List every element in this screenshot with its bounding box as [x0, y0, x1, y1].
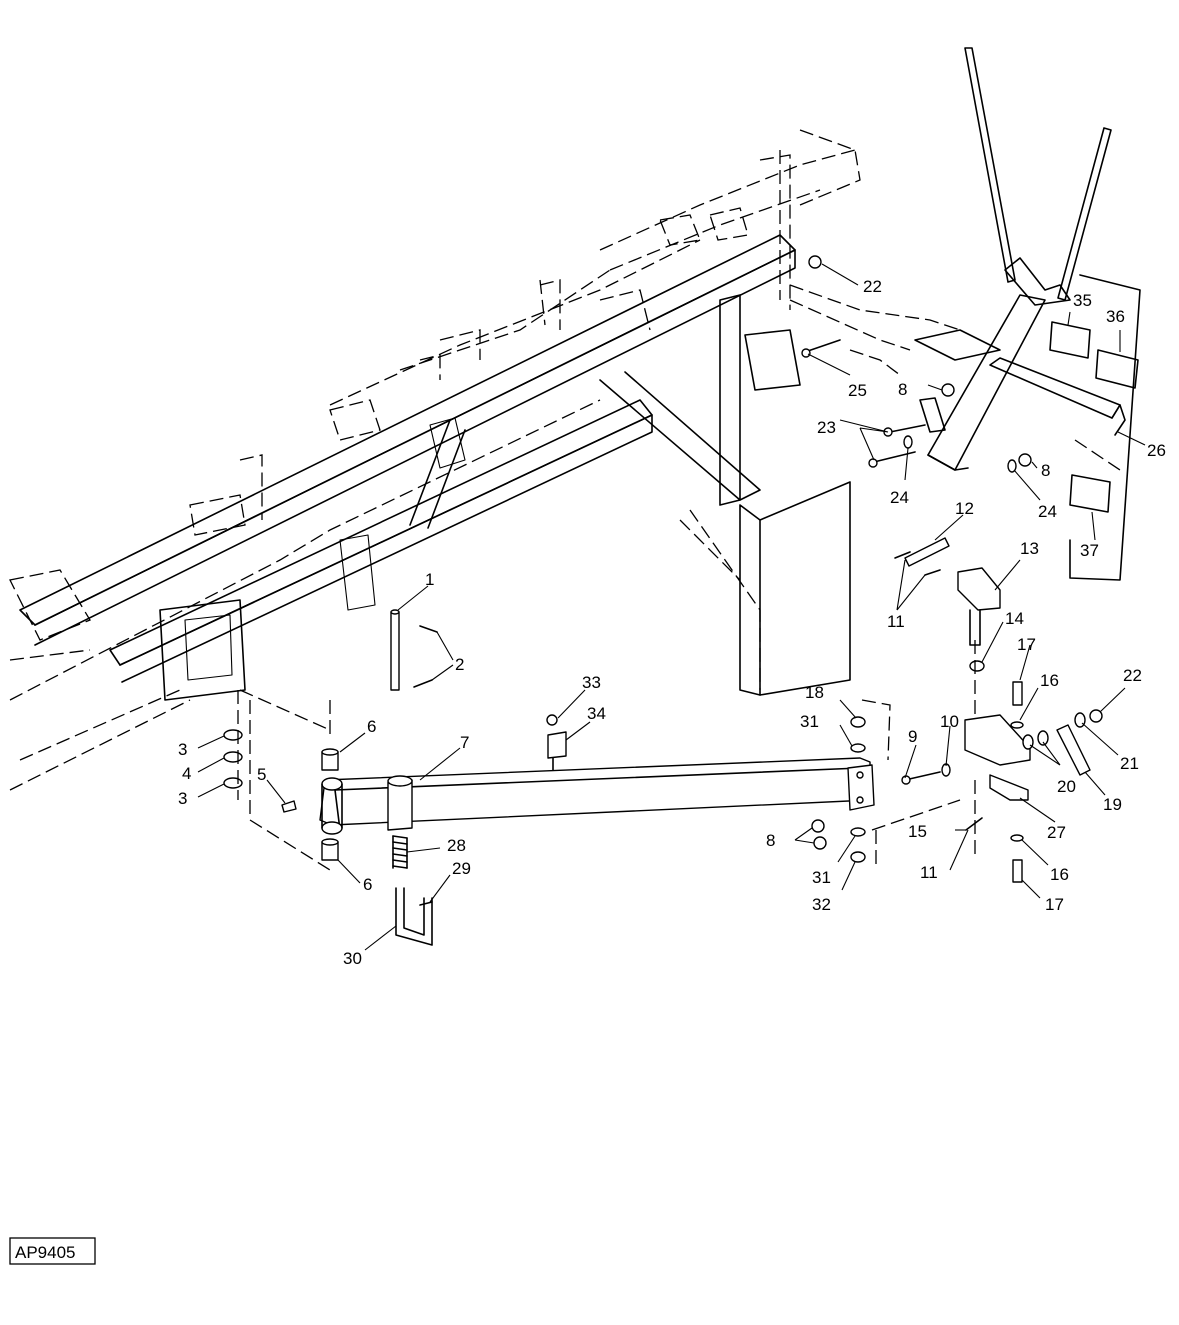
figure-code-tag: AP9405 — [9, 1237, 96, 1265]
callout-10: 10 — [940, 712, 959, 731]
callout-11-lower: 11 — [920, 863, 938, 882]
callout-8-arm: 8 — [766, 831, 775, 850]
callout-16-upper: 16 — [1040, 671, 1059, 690]
callout-17-lower: 17 — [1045, 895, 1064, 914]
callout-27: 27 — [1047, 823, 1066, 842]
callout-23: 23 — [817, 418, 836, 437]
callout-31-upper: 31 — [800, 712, 819, 731]
callout-36: 36 — [1106, 307, 1125, 326]
callout-3a: 3 — [178, 740, 187, 759]
callout-29: 29 — [452, 859, 471, 878]
callout-16-lower: 16 — [1050, 865, 1069, 884]
callout-21: 21 — [1120, 754, 1139, 773]
callout-19: 19 — [1103, 795, 1122, 814]
tongue-assembly — [801, 47, 1141, 581]
callout-12: 12 — [955, 499, 974, 518]
callout-33: 33 — [582, 673, 601, 692]
callout-32: 32 — [812, 895, 831, 914]
callout-6a: 6 — [367, 717, 376, 736]
callout-9: 9 — [908, 727, 917, 746]
callout-18: 18 — [805, 683, 824, 702]
callout-labels: 1 2 3 3 4 5 6 6 7 8 8 8 9 10 11 11 12 13… — [178, 277, 1166, 968]
callout-11-upper: 11 — [887, 612, 905, 631]
callout-30: 30 — [343, 949, 362, 968]
callout-14: 14 — [1005, 609, 1024, 628]
callout-8-upper: 8 — [898, 380, 907, 399]
callout-37: 37 — [1080, 541, 1099, 560]
callout-22-right: 22 — [1123, 666, 1142, 685]
callout-34: 34 — [587, 704, 606, 723]
leader-lines — [197, 263, 1146, 951]
callout-25: 25 — [848, 381, 867, 400]
callout-26: 26 — [1147, 441, 1166, 460]
callout-6b: 6 — [363, 875, 372, 894]
callout-20: 20 — [1057, 777, 1076, 796]
right-hardware — [811, 537, 1103, 883]
callout-31-lower: 31 — [812, 868, 831, 887]
main-arm — [281, 714, 875, 835]
figure-code: AP9405 — [15, 1243, 76, 1262]
callout-4: 4 — [182, 764, 191, 783]
decal-37 — [1069, 474, 1111, 513]
callout-35: 35 — [1073, 291, 1092, 310]
decal-35 — [1049, 321, 1091, 359]
callout-2: 2 — [455, 655, 464, 674]
callout-3b: 3 — [178, 789, 187, 808]
callout-1: 1 — [425, 570, 434, 589]
decal-36 — [1095, 349, 1139, 389]
machine-frame — [9, 129, 961, 791]
callout-28: 28 — [447, 836, 466, 855]
callout-13: 13 — [1020, 539, 1039, 558]
callout-24-left: 24 — [890, 488, 909, 507]
callout-17-upper: 17 — [1017, 635, 1036, 654]
callout-5: 5 — [257, 765, 266, 784]
callout-24-right: 24 — [1038, 502, 1057, 521]
callout-8-right: 8 — [1041, 461, 1050, 480]
callout-15: 15 — [908, 822, 927, 841]
callout-7: 7 — [460, 733, 469, 752]
callout-22-upper: 22 — [863, 277, 882, 296]
